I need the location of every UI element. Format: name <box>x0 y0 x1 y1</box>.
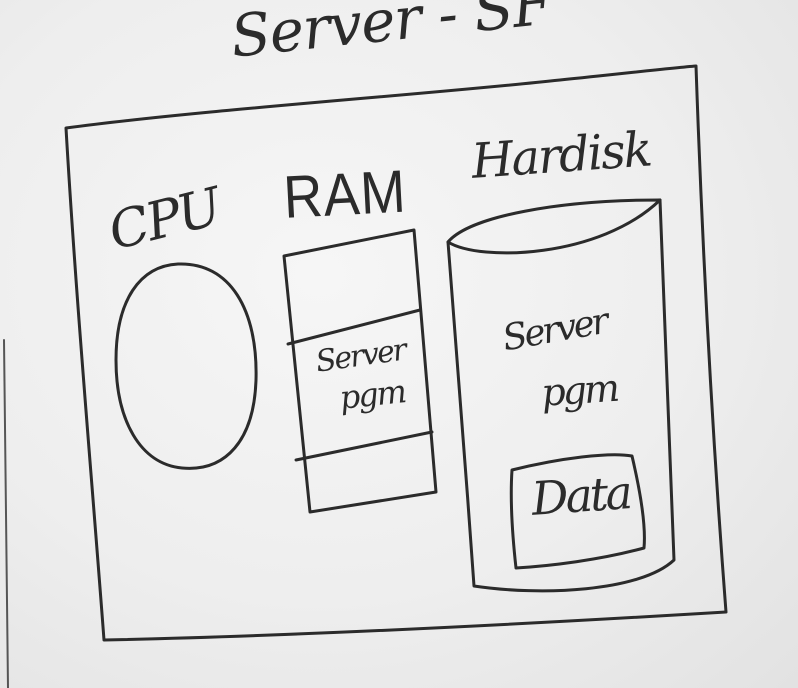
ram-box <box>282 228 438 514</box>
ram-divider-bottom <box>294 430 434 462</box>
harddisk-cylinder <box>446 198 676 593</box>
data-label: Data <box>529 465 632 526</box>
ram-content-line2: pgm <box>337 372 407 417</box>
board-edge-line <box>3 339 9 688</box>
harddisk-content-line2: pgm <box>539 365 619 415</box>
ram-divider-top <box>286 308 422 346</box>
harddisk-label: Hardisk <box>469 121 653 190</box>
data-box <box>509 453 646 570</box>
harddisk-top-ellipse <box>446 198 662 255</box>
server-box <box>64 64 728 642</box>
ram-label: RAM <box>281 157 408 231</box>
cpu-circle <box>114 262 258 470</box>
